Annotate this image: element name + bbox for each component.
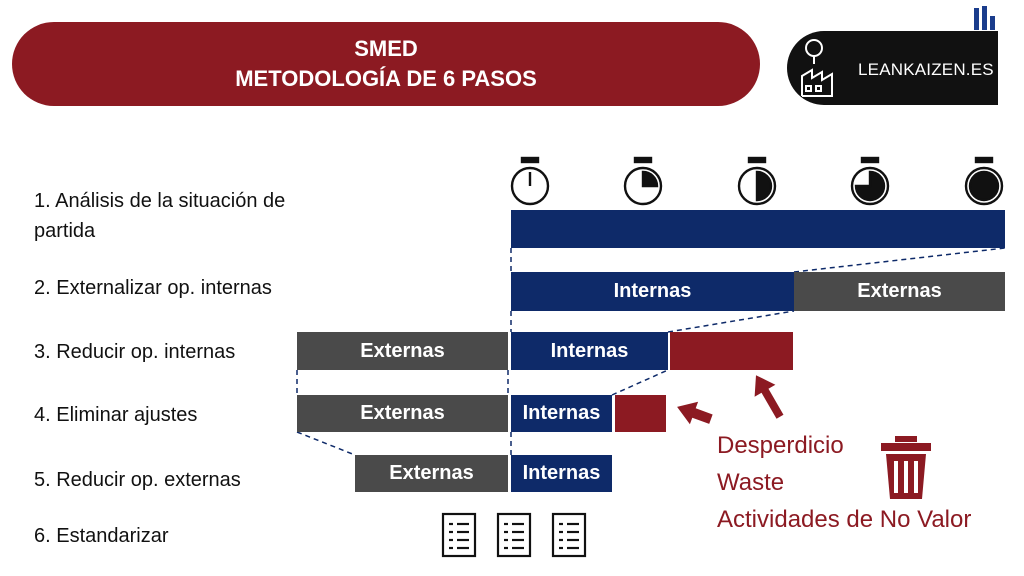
step-2-externas-bar: Externas bbox=[794, 272, 1005, 311]
step-3-label: 3. Reducir op. internas bbox=[34, 341, 236, 363]
arrow-icon bbox=[754, 375, 784, 419]
step-4-externas-bar: Externas bbox=[297, 395, 508, 432]
stopwatch-icon bbox=[964, 156, 1004, 206]
leankaizen-logo bbox=[787, 6, 998, 105]
waste-label-3: Actividades de No Valor bbox=[717, 506, 972, 533]
stopwatch-icon bbox=[623, 156, 663, 206]
checklist-icon bbox=[551, 512, 587, 558]
logo-text: LEANKAIZEN.ES bbox=[858, 60, 994, 79]
step-2-label: 2. Externalizar op. internas bbox=[34, 277, 272, 299]
step-5-label: 5. Reducir op. externas bbox=[34, 469, 241, 491]
stopwatch-icon bbox=[850, 156, 890, 206]
waste-label-2: Waste bbox=[717, 469, 785, 496]
lightbulb-factory-icon bbox=[801, 39, 833, 97]
trash-icon bbox=[881, 436, 931, 499]
stopwatch-icon bbox=[510, 156, 550, 206]
step-1-full-bar bbox=[511, 210, 1005, 248]
step-1-line-1: 1. Análisis de la situación de bbox=[34, 190, 286, 212]
step-1-line-2: partida bbox=[34, 220, 96, 242]
waste-label-1: Desperdicio bbox=[717, 432, 844, 459]
connector-lines bbox=[296, 247, 1006, 456]
step-5-externas-bar: Externas bbox=[355, 455, 508, 492]
step-4-waste-bar bbox=[615, 395, 666, 432]
title-banner: SMED METODOLOGÍA DE 6 PASOS bbox=[12, 22, 760, 106]
step-5-internas-bar: Internas bbox=[511, 455, 612, 492]
step-4-internas-bar: Internas bbox=[511, 395, 612, 432]
step-3-externas-bar: Externas bbox=[297, 332, 508, 370]
title-line-2: METODOLOGÍA DE 6 PASOS bbox=[235, 66, 537, 91]
step-4-label: 4. Eliminar ajustes bbox=[34, 404, 198, 426]
stopwatch-icon bbox=[737, 156, 777, 206]
step-6-label: 6. Estandarizar bbox=[34, 525, 169, 547]
checklist-icon bbox=[496, 512, 532, 558]
step-2-internas-bar: Internas bbox=[511, 272, 794, 311]
step-1-label: 1. Análisis de la situación de partida bbox=[34, 186, 285, 246]
checklist-icon bbox=[441, 512, 477, 558]
step-3-waste-bar bbox=[670, 332, 793, 370]
arrow-icon bbox=[677, 401, 713, 425]
step-3-internas-bar: Internas bbox=[511, 332, 668, 370]
title-line-1: SMED bbox=[354, 36, 418, 61]
